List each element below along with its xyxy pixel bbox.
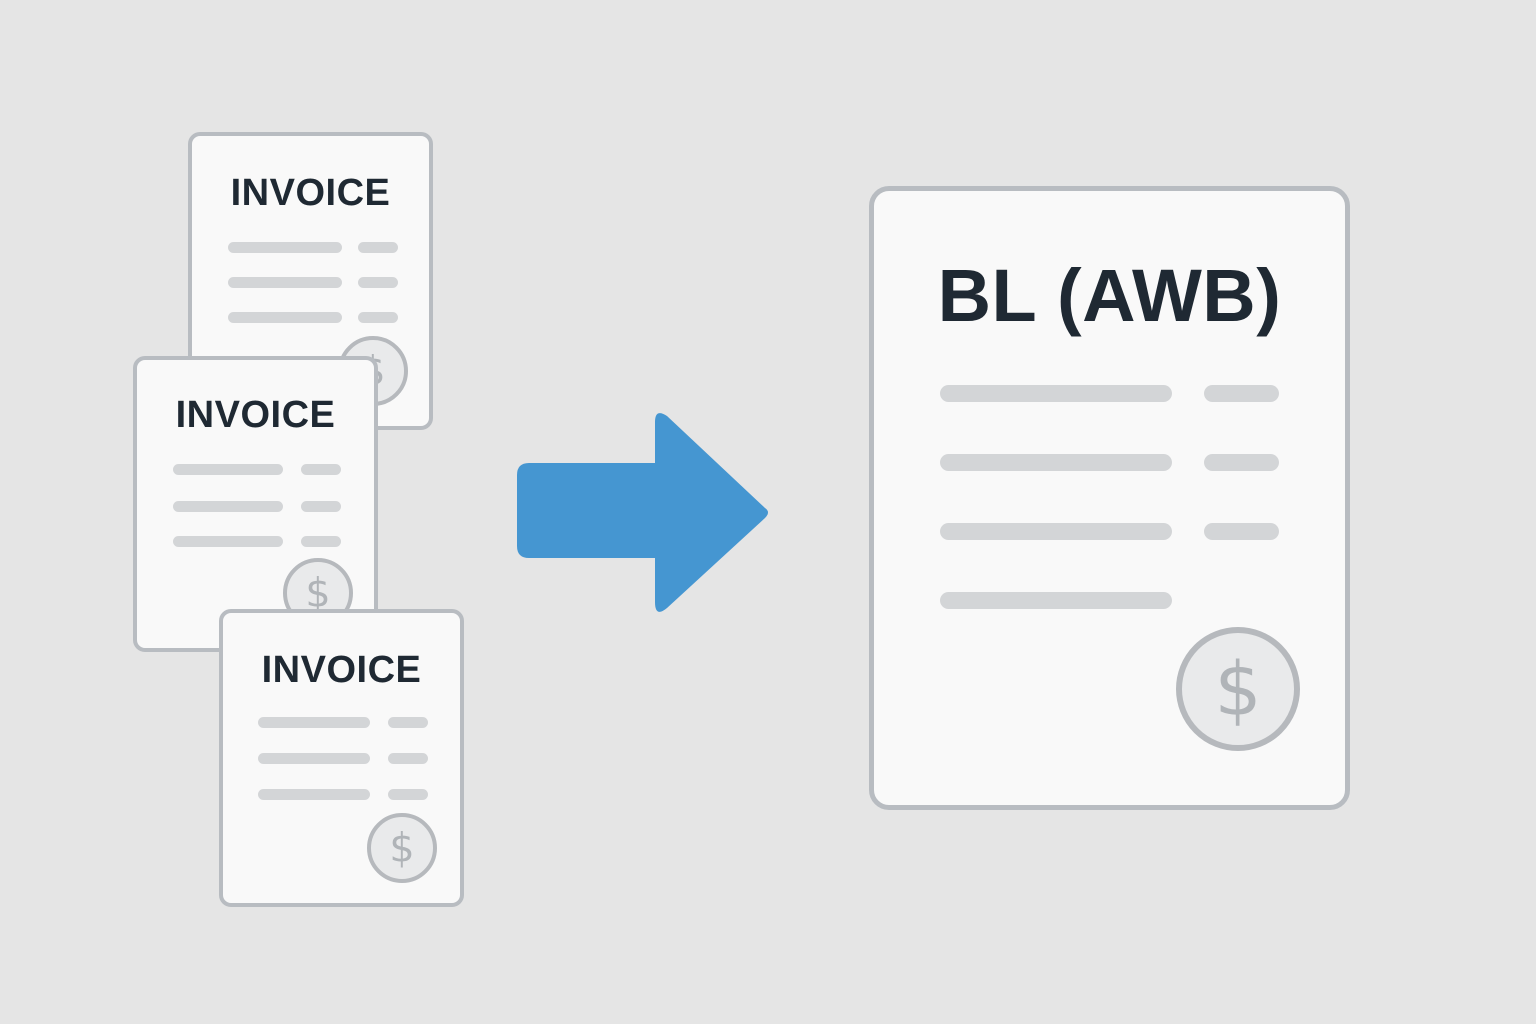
- dollar-coin-icon: $: [1176, 627, 1300, 751]
- svg-text:$: $: [305, 571, 330, 617]
- text-line-short: [388, 789, 428, 800]
- text-line: [258, 717, 370, 728]
- text-line-short: [358, 242, 398, 253]
- text-line: [940, 385, 1172, 402]
- invoice-document-2: INVOICE $: [133, 356, 378, 652]
- text-line-short: [388, 717, 428, 728]
- text-line: [940, 454, 1172, 471]
- text-line-short: [301, 536, 341, 547]
- invoice-title: INVOICE: [230, 172, 391, 214]
- right-arrow-icon: [515, 408, 771, 616]
- text-line: [228, 242, 342, 253]
- text-line-short: [301, 464, 341, 475]
- text-line: [228, 277, 342, 288]
- text-line-short: [358, 277, 398, 288]
- text-line-short: [1204, 454, 1279, 471]
- text-line-short: [301, 501, 341, 512]
- text-line-short: [358, 312, 398, 323]
- invoice-title: INVOICE: [261, 649, 422, 691]
- text-line: [173, 464, 283, 475]
- text-line: [940, 592, 1172, 609]
- text-line-short: [388, 753, 428, 764]
- invoice-title: INVOICE: [175, 394, 336, 436]
- bill-of-lading-document: BL (AWB) $: [869, 186, 1350, 810]
- text-line: [258, 753, 370, 764]
- bill-of-lading-title: BL (AWB): [937, 254, 1282, 337]
- text-line: [940, 523, 1172, 540]
- svg-text:$: $: [1214, 647, 1261, 733]
- text-line-short: [1204, 385, 1279, 402]
- svg-text:$: $: [389, 826, 414, 872]
- invoice-document-3: INVOICE $: [219, 609, 464, 907]
- dollar-coin-icon: $: [367, 813, 437, 883]
- text-line: [173, 501, 283, 512]
- text-line: [258, 789, 370, 800]
- text-line: [228, 312, 342, 323]
- text-line-short: [1204, 523, 1279, 540]
- text-line: [173, 536, 283, 547]
